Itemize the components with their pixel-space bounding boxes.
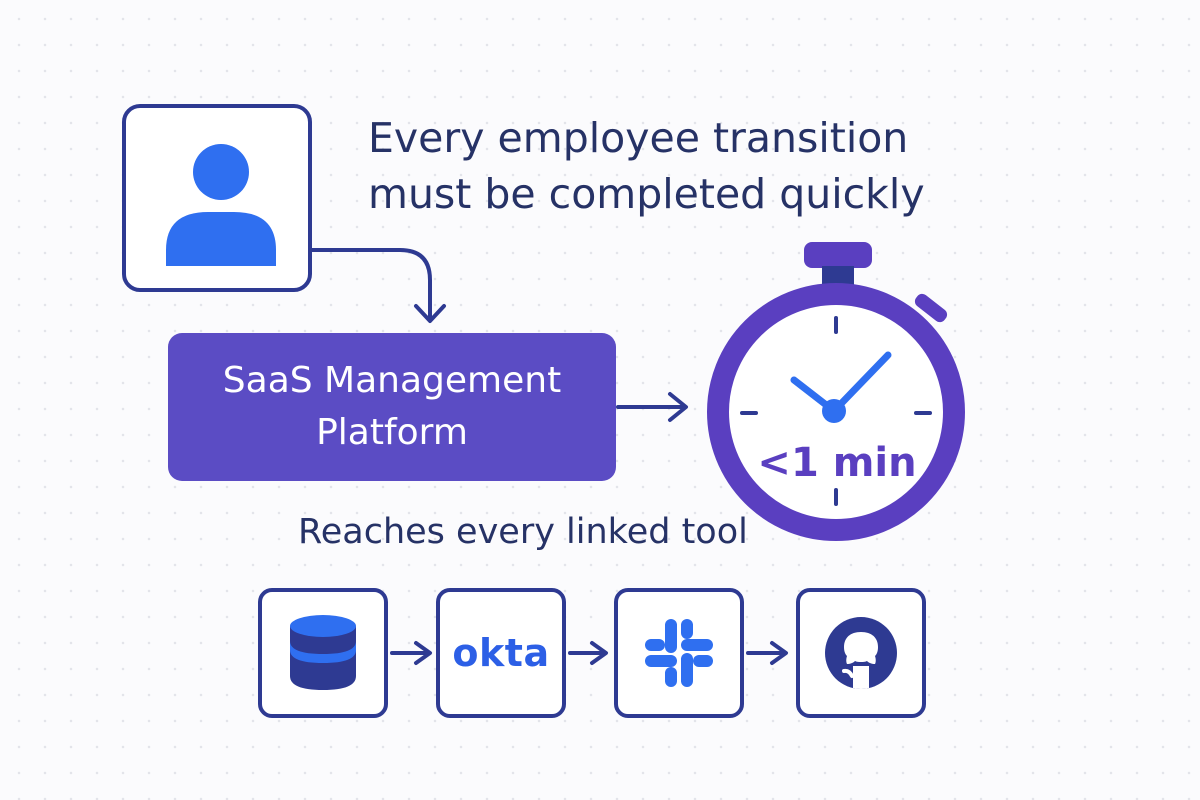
arrow-okta-to-slack (568, 641, 608, 665)
okta-logo: okta (452, 631, 550, 675)
slack-icon (645, 619, 713, 687)
arrow-database-to-okta (390, 641, 432, 665)
subheading: Reaches every linked tool (298, 512, 748, 552)
headline: Every employee transition must be comple… (368, 110, 925, 222)
database-icon (290, 615, 356, 690)
platform-label-line-1: SaaS Management (222, 360, 562, 401)
tool-card-slack (614, 588, 744, 718)
timer-label: <1 min (757, 440, 917, 486)
arrow-slack-to-github (746, 641, 788, 665)
tool-card-github (796, 588, 926, 718)
github-icon (825, 617, 897, 689)
platform-to-timer-arrow (616, 392, 688, 422)
saas-platform-box: SaaS Management Platform (168, 333, 616, 481)
user-icon (166, 144, 276, 266)
headline-line-1: Every employee transition (368, 114, 909, 162)
tool-card-okta: okta (436, 588, 566, 718)
platform-label-line-2: Platform (316, 412, 468, 453)
user-to-platform-arrow (310, 248, 446, 323)
headline-line-2: must be completed quickly (368, 170, 925, 218)
tool-card-database (258, 588, 388, 718)
stopwatch-icon (707, 242, 965, 541)
employee-card (122, 104, 312, 292)
tool-chain-arrows (390, 641, 788, 665)
